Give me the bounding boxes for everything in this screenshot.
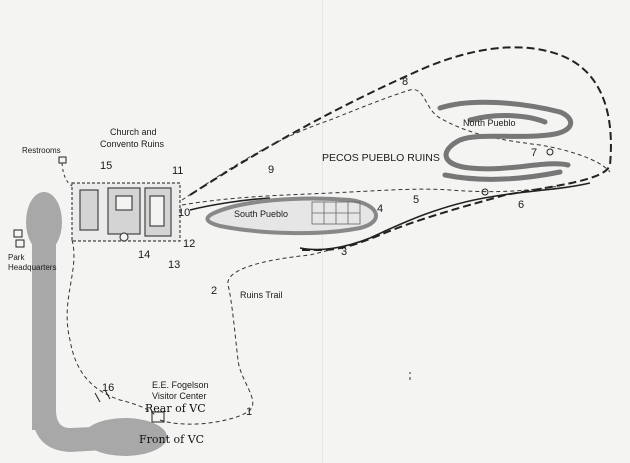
park-hq-label-2: Headquarters: [8, 263, 57, 272]
stop-9: 9: [268, 164, 275, 176]
north-pueblo-label: North Pueblo: [463, 118, 516, 128]
restrooms-label: Restrooms: [22, 146, 61, 155]
convento-label: Convento Ruins: [100, 139, 165, 149]
pecos-ruins-label: PECOS PUEBLO RUINS: [322, 152, 440, 164]
church-convento-ruins: [71, 182, 181, 242]
trail-path: [159, 249, 331, 425]
trail-path: [94, 389, 111, 403]
ridge-edge: [189, 182, 591, 251]
marker-circle: [481, 188, 489, 196]
stop-7: 7: [531, 147, 538, 159]
building-icon: [13, 229, 25, 248]
stop-12: 12: [183, 238, 196, 250]
boundary-line: [189, 46, 612, 251]
stop-2: 2: [211, 285, 218, 297]
south-pueblo-ruins: [205, 196, 378, 236]
trail-path: [61, 162, 73, 187]
park-hq-label-1: Park: [8, 253, 25, 262]
trail-path: [181, 89, 611, 206]
stop-15: 15: [100, 160, 113, 172]
rear-vc-label: Rear of VC: [145, 402, 206, 415]
building-icon: [58, 156, 67, 164]
ruins-trail-label: Ruins Trail: [240, 290, 283, 300]
road-path: [26, 192, 167, 456]
stop-4: 4: [377, 203, 384, 215]
church-label: Church and: [110, 127, 157, 137]
front-vc-label: Front of VC: [139, 433, 205, 446]
stop-10: 10: [178, 207, 191, 219]
north-pueblo-ruins: [437, 99, 574, 182]
stop-14: 14: [138, 249, 151, 261]
stop-16: 16: [102, 382, 115, 394]
stop-6: 6: [518, 199, 525, 211]
stop-1: 1: [246, 406, 253, 418]
stop-11: 11: [172, 165, 184, 177]
trail-path: [66, 239, 156, 416]
stop-5: 5: [413, 194, 420, 206]
south-pueblo-label: South Pueblo: [234, 209, 289, 219]
stop-13: 13: [168, 259, 181, 271]
visitor-center-label-1: E.E. Fogelson: [152, 380, 209, 390]
visitor-center-label-2: Visitor Center: [152, 391, 207, 401]
marker-circle: [546, 148, 554, 156]
building-icon: [151, 411, 165, 423]
stop-8: 8: [402, 76, 409, 88]
stop-3: 3: [341, 246, 348, 258]
